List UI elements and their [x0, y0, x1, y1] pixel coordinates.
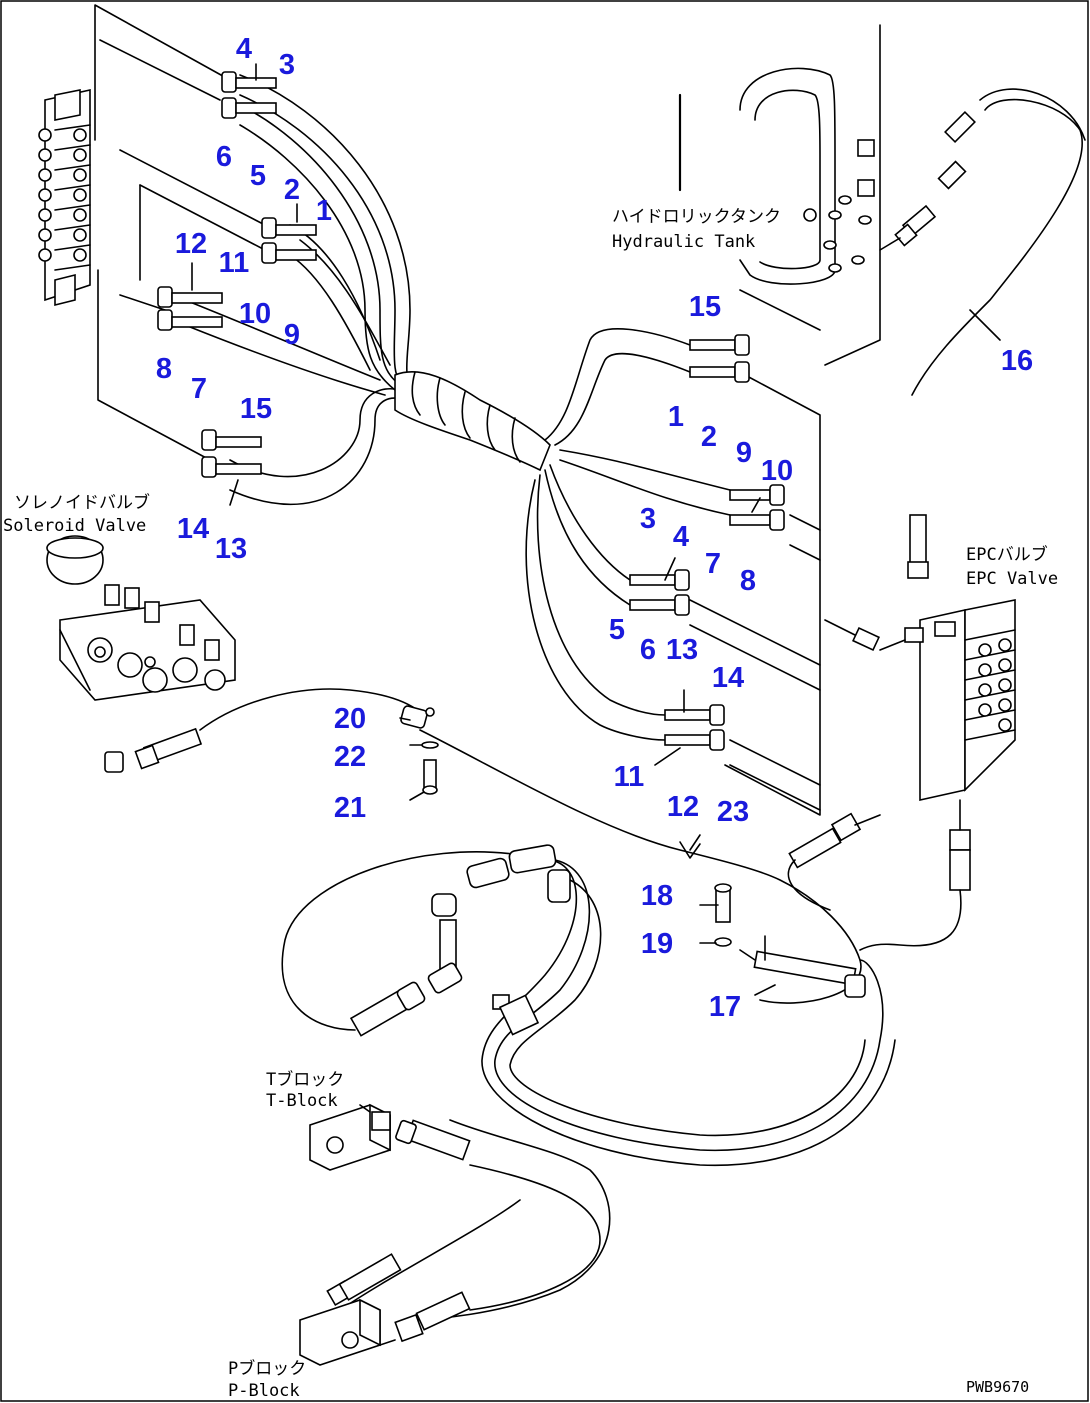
callout-20: 20 — [334, 703, 366, 735]
epc-valve — [824, 514, 1016, 951]
callout-right-12: 12 — [667, 791, 699, 823]
callout-right-6: 6 — [640, 634, 656, 666]
callout-right-11: 11 — [614, 761, 645, 793]
callout-left-4: 4 — [236, 33, 252, 65]
t-block — [309, 1103, 471, 1171]
callout-21: 21 — [334, 792, 366, 824]
callout-left-15: 15 — [240, 393, 272, 425]
callout-right-10: 10 — [761, 455, 793, 487]
left-hose-fittings — [157, 71, 317, 478]
callout-right-1: 1 — [668, 401, 684, 433]
callout-left-10: 10 — [239, 298, 271, 330]
callout-18: 18 — [641, 880, 673, 912]
callout-left-13: 13 — [215, 533, 247, 565]
p-block-label-jp: Pブロック — [228, 1358, 306, 1379]
callout-17: 17 — [709, 991, 741, 1023]
component-labels: ハイドロリックタンク Hydraulic Tank ソレノイドバルブ Soler… — [3, 207, 1058, 1401]
left-frame-lines — [94, 4, 266, 461]
t-block-label-jp: Tブロック — [266, 1069, 344, 1090]
right-hose-fittings — [629, 334, 785, 751]
leader-lines — [191, 63, 776, 996]
hydraulic-tank — [678, 24, 881, 366]
solenoid-valve — [46, 535, 236, 701]
hose-16 — [879, 88, 1086, 396]
callout-left-12: 12 — [175, 228, 207, 260]
callout-right-14: 14 — [712, 662, 744, 694]
callout-19: 19 — [641, 928, 673, 960]
callout-right-3: 3 — [640, 503, 656, 535]
callout-left-11: 11 — [219, 247, 250, 279]
p-block — [299, 1253, 471, 1366]
callout-23: 23 — [717, 796, 749, 828]
callout-left-7: 7 — [191, 373, 207, 405]
hydraulic-tank-label-en: Hydraulic Tank — [612, 232, 755, 252]
callout-right-2: 2 — [701, 421, 717, 453]
callout-22: 22 — [334, 741, 366, 773]
epc-valve-label-jp: EPCバルブ — [966, 544, 1048, 565]
right-panel-frame — [689, 289, 821, 816]
solenoid-valve-label-jp: ソレノイドバルブ — [14, 492, 150, 513]
callout-left-2: 2 — [284, 174, 300, 206]
callout-16: 16 — [1001, 345, 1033, 377]
epc-valve-label-en: EPC Valve — [966, 569, 1058, 589]
callout-left-5: 5 — [250, 160, 266, 192]
callout-left-14: 14 — [177, 513, 209, 545]
hose-epc-lower — [787, 812, 881, 911]
callout-left-8: 8 — [156, 353, 172, 385]
callout-right-7: 7 — [705, 548, 721, 580]
hose-wrap — [394, 371, 551, 472]
callout-right-15: 15 — [689, 291, 721, 323]
callout-right-13: 13 — [666, 634, 698, 666]
callout-left-6: 6 — [216, 141, 232, 173]
callout-left-3: 3 — [279, 49, 295, 81]
callout-right-4: 4 — [673, 521, 689, 553]
t-block-label-en: T-Block — [266, 1091, 338, 1111]
solenoid-valve-label-en: Soleroid Valve — [3, 516, 146, 536]
drawing-code: PWB9670 — [966, 1378, 1029, 1396]
p-block-label-en: P-Block — [228, 1381, 300, 1401]
callout-left-1: 1 — [316, 195, 332, 227]
left-manifold — [38, 89, 91, 307]
hydraulic-tank-label-jp: ハイドロリックタンク — [612, 207, 781, 227]
callout-left-9: 9 — [284, 319, 300, 351]
callout-right-5: 5 — [609, 614, 625, 646]
callout-right-8: 8 — [740, 565, 756, 597]
lower-hose-loops — [281, 844, 896, 1321]
right-hose-bundle — [525, 328, 731, 741]
callout-right-9: 9 — [736, 437, 752, 469]
callout-numbers: 4 3 6 5 2 1 12 11 10 9 8 7 15 14 13 15 1… — [156, 33, 1033, 1023]
